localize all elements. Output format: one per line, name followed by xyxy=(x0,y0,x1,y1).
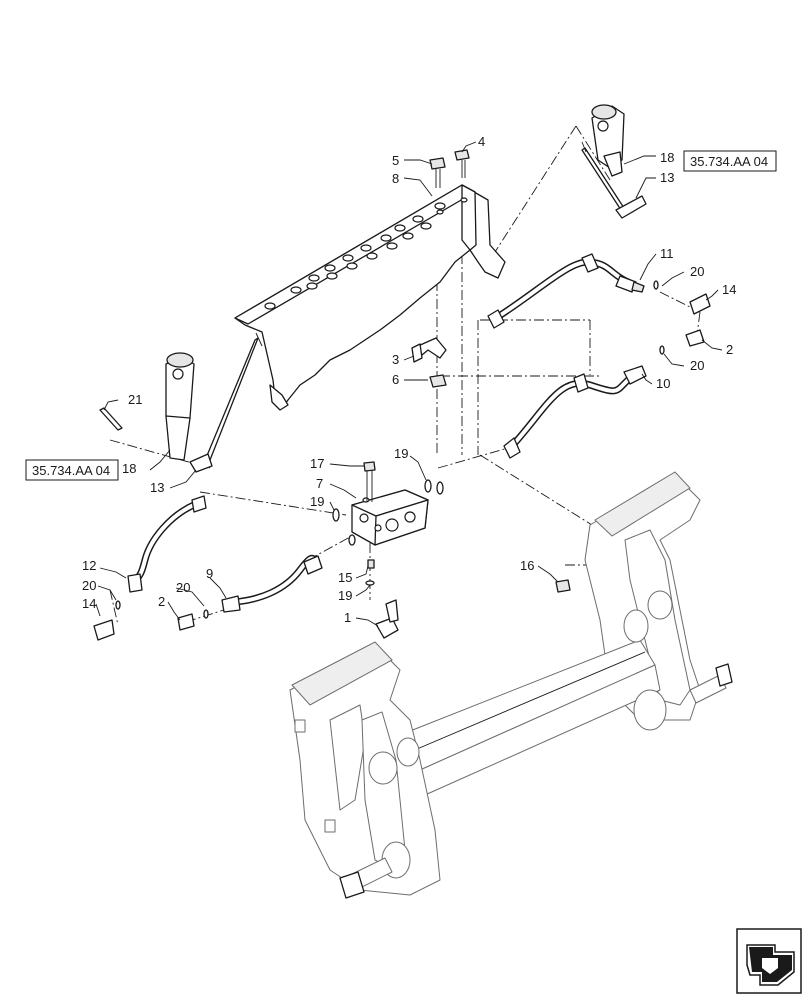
callout-10: 10 xyxy=(656,376,670,391)
callout-19-c: 19 xyxy=(338,588,352,603)
callout-18-right: 18 xyxy=(660,150,674,165)
clamp-3 xyxy=(411,337,447,363)
handle-18-left xyxy=(165,352,195,461)
lever-rod-13-right xyxy=(581,141,647,219)
handle-18-right xyxy=(591,104,625,177)
reference-box-right[interactable]: 35.734.AA 04 xyxy=(683,150,777,172)
callout-19-a: 19 xyxy=(310,494,324,509)
callout-15: 15 xyxy=(338,570,352,585)
callout-11: 11 xyxy=(660,246,674,261)
callout-3: 3 xyxy=(392,352,399,367)
view-direction-icon xyxy=(736,928,802,994)
callout-4: 4 xyxy=(478,134,485,149)
fittings xyxy=(93,293,711,641)
callout-13-left: 13 xyxy=(150,480,164,495)
hose-12 xyxy=(127,495,207,593)
callout-7: 7 xyxy=(316,476,323,491)
callout-20-d: 20 xyxy=(176,580,190,595)
callout-20-a: 20 xyxy=(690,264,704,279)
reference-text-left[interactable]: 35.734.AA 04 xyxy=(32,463,110,478)
callout-13-right: 13 xyxy=(660,170,674,185)
callout-2-right: 2 xyxy=(726,342,733,357)
callout-21: 21 xyxy=(128,392,142,407)
callout-20-b: 20 xyxy=(690,358,704,373)
callout-18-left: 18 xyxy=(122,461,136,476)
lever-rod-13-left xyxy=(189,332,263,473)
callout-9: 9 xyxy=(206,566,213,581)
reference-box-left[interactable]: 35.734.AA 04 xyxy=(25,459,119,481)
pin-21 xyxy=(99,407,123,431)
hose-11 xyxy=(487,253,645,329)
callout-labels: 4 5 8 3 6 18 13 11 20 14 2 20 10 21 18 1… xyxy=(82,134,736,625)
callout-17: 17 xyxy=(310,456,324,471)
callout-12: 12 xyxy=(82,558,96,573)
callout-5: 5 xyxy=(392,153,399,168)
hose-9 xyxy=(221,554,323,613)
callout-19-b: 19 xyxy=(394,446,408,461)
callout-14-right: 14 xyxy=(722,282,736,297)
callout-1: 1 xyxy=(344,610,351,625)
callout-16: 16 xyxy=(520,558,534,573)
quick-attach-frame xyxy=(289,471,733,899)
callout-6: 6 xyxy=(392,372,399,387)
reference-text-right[interactable]: 35.734.AA 04 xyxy=(690,154,768,169)
valve-block-7 xyxy=(351,489,429,546)
bolt-4 xyxy=(454,149,470,178)
callout-20-c: 20 xyxy=(82,578,96,593)
callout-8: 8 xyxy=(392,171,399,186)
bolt-17 xyxy=(363,461,376,502)
o-rings-19-20 xyxy=(115,280,665,619)
callout-2-left: 2 xyxy=(158,594,165,609)
nut-6 xyxy=(429,374,447,388)
bolt-5 xyxy=(429,157,446,188)
mounting-bracket xyxy=(234,184,506,411)
leader-lines xyxy=(95,141,723,627)
callout-14-left: 14 xyxy=(82,596,96,611)
hose-10 xyxy=(503,365,647,459)
